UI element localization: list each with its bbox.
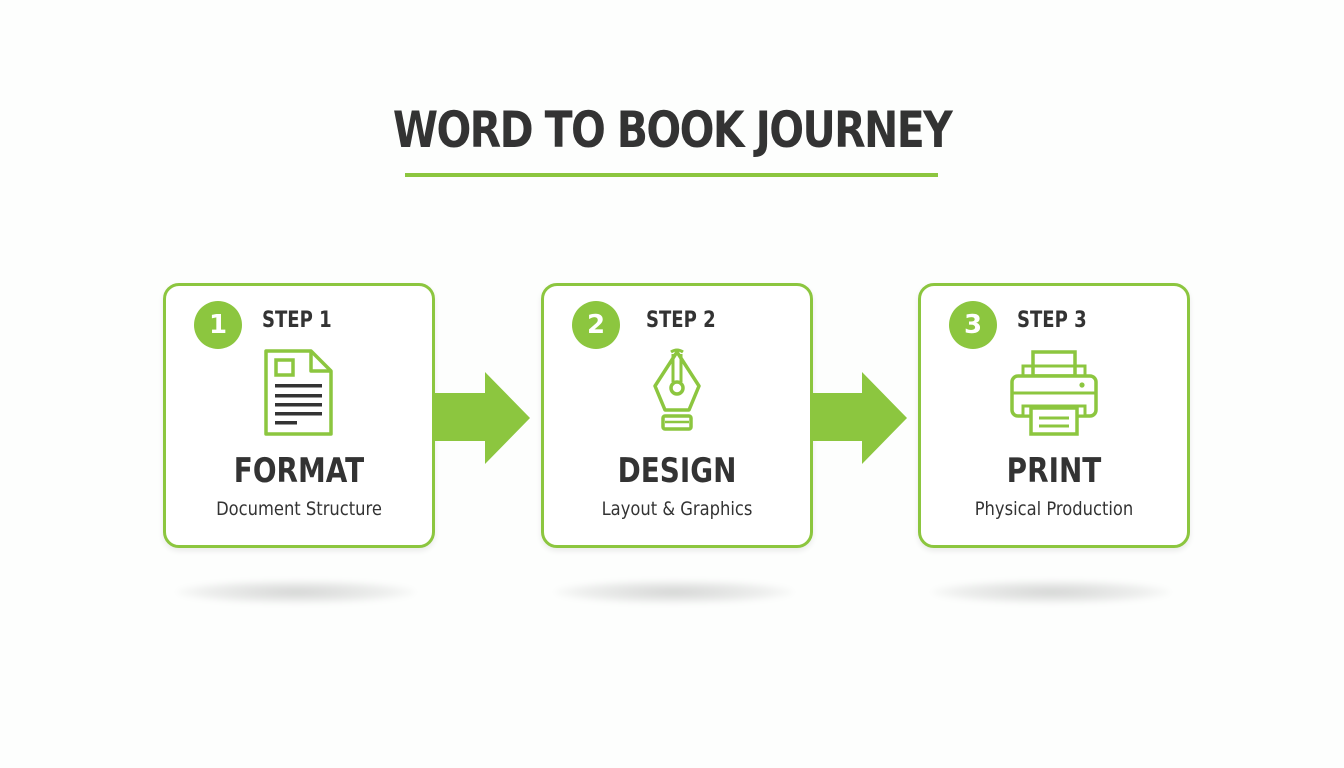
- step-card-format: 1 STEP 1 FORMAT Document Structure: [163, 283, 435, 548]
- document-icon: [166, 348, 432, 440]
- step-subtitle: Document Structure: [216, 498, 382, 520]
- step-card-print: 3 STEP 3 PRINT Physical Production: [918, 283, 1190, 548]
- step-number-badge: 3: [949, 301, 997, 349]
- step-subtitle: Physical Production: [974, 498, 1134, 520]
- arrow-right-icon: [433, 372, 530, 464]
- pen-nib-icon: [544, 348, 810, 440]
- step-number-badge: 1: [194, 301, 242, 349]
- step-subtitle: Layout & Graphics: [601, 498, 753, 520]
- card-shadow: [931, 580, 1171, 604]
- step-label: STEP 2: [646, 308, 716, 333]
- arrow-right-icon: [810, 372, 907, 464]
- printer-icon: [921, 348, 1187, 440]
- step-label: STEP 1: [262, 308, 332, 333]
- page-title: WORD TO BOOK JOURNEY: [392, 101, 953, 159]
- step-number-badge: 2: [572, 301, 620, 349]
- card-shadow: [176, 580, 416, 604]
- card-shadow: [554, 580, 794, 604]
- step-title: DESIGN: [617, 451, 737, 491]
- step-card-design: 2 STEP 2 DESIGN Layout & Graphics: [541, 283, 813, 548]
- title-underline: [405, 173, 938, 177]
- step-title: FORMAT: [233, 451, 365, 491]
- step-label: STEP 3: [1017, 308, 1087, 333]
- step-title: PRINT: [1006, 451, 1102, 491]
